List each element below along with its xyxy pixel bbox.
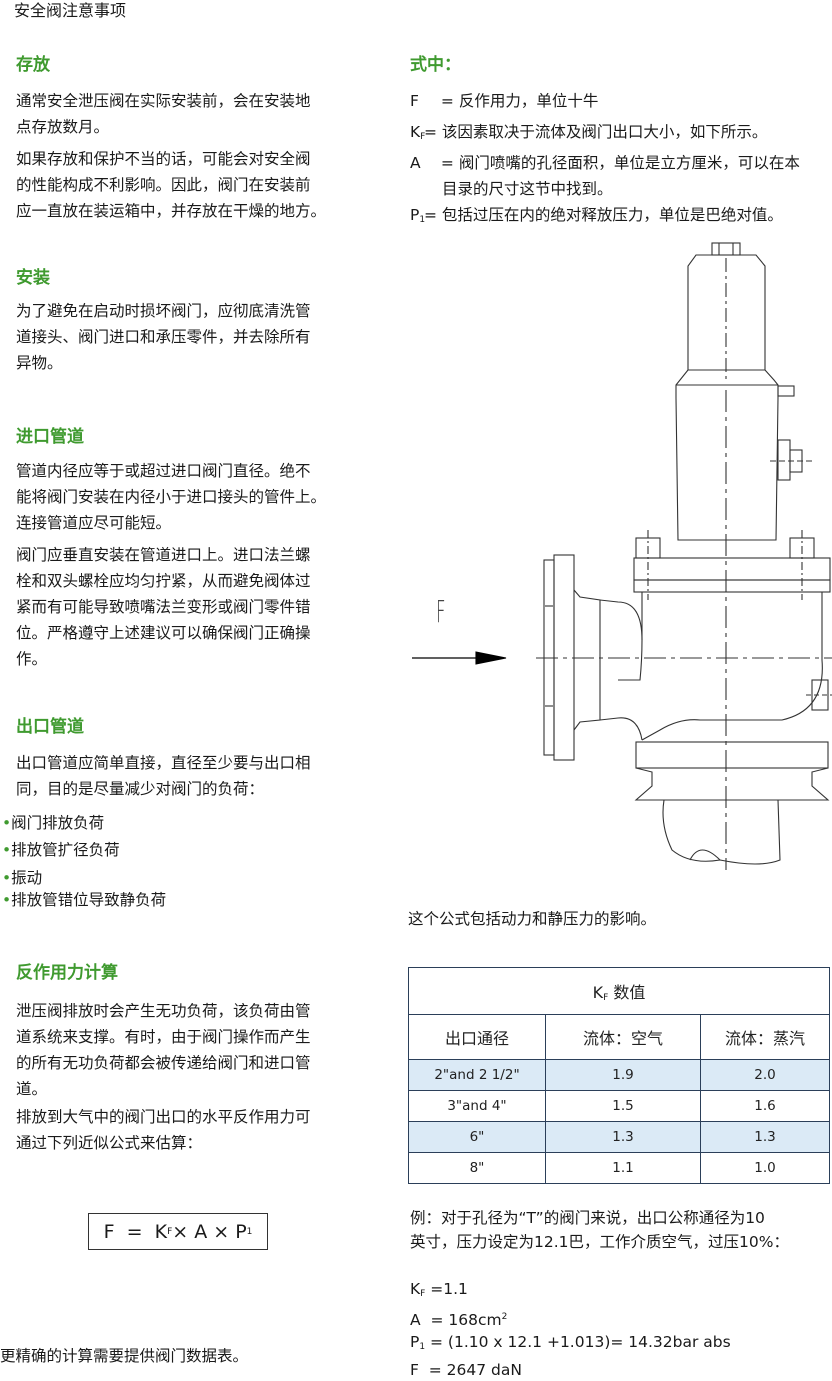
install-text-line: 为了避免在启动时损坏阀门，应彻底清洗管 (16, 298, 396, 324)
install-section: 为了避免在启动时损坏阀门，应彻底清洗管 道接头、阀门进口和承压零件，并去除所有 … (16, 298, 396, 376)
table-cell: 6" (409, 1122, 546, 1153)
definition-row: KF= 该因素取决于流体及阀门出口大小，如下所示。 (410, 119, 832, 150)
inlet-text-line: 位。严格遵守上述建议可以确保阀门正确操 (16, 620, 396, 646)
reaction-text-line: 泄压阀排放时会产生无功负荷，该负荷由管 (16, 998, 396, 1024)
example-f: F = 2647 daN (410, 1359, 832, 1381)
list-item: •排放管错位导致静负荷 (2, 887, 166, 913)
definitions-list: F = 反作用力，单位十牛 KF= 该因素取决于流体及阀门出口大小，如下所示。 … (410, 88, 832, 233)
table-header: 出口通径 (409, 1015, 546, 1060)
example-values: KF =1.1 A = 168cm2 P1 = (1.10 x 12.1 +1.… (410, 1278, 832, 1381)
valve-drawing (405, 238, 832, 870)
reaction-heading: 反作用力计算 (16, 958, 118, 983)
reaction-text-line: 的所有无功负荷都会被传递给阀门和进口管 (16, 1050, 396, 1076)
reaction-section: 泄压阀排放时会产生无功负荷，该负荷由管 道系统来支撑。有时，由于阀门操作而产生 … (16, 998, 396, 1156)
table-row: 6" 1.3 1.3 (409, 1122, 830, 1153)
definition-row: P1= 包括过压在内的绝对释放压力，单位是巴绝对值。 (410, 202, 832, 233)
table-cell: 3"and 4" (409, 1091, 546, 1122)
inlet-section: 管道内径应等于或超过进口阀门直径。绝不 能将阀门安装在内径小于进口接头的管件上。… (16, 458, 396, 672)
inlet-text-line: 作。 (16, 646, 396, 672)
bullet-dot-icon: • (2, 869, 11, 887)
definition-row: F = 反作用力，单位十牛 (410, 88, 832, 119)
inlet-text-line: 管道内径应等于或超过进口阀门直径。绝不 (16, 458, 396, 484)
install-text-line: 异物。 (16, 350, 396, 376)
reaction-text-line: 道系统来支撑。有时，由于阀门操作而产生 (16, 1024, 396, 1050)
reaction-text-line: 排放到大气中的阀门出口的水平反作用力可 (16, 1104, 396, 1130)
example-a: A = 168cm2 (410, 1306, 832, 1332)
storage-section: 通常安全泄压阀在实际安装前，会在安装地 点存放数月。 如果存放和保护不当的话，可… (16, 88, 396, 224)
where-heading: 式中： (410, 50, 461, 75)
storage-text-line: 应一直放在装运箱中，并存放在干燥的地方。 (16, 198, 396, 224)
list-item: •排放管扩径负荷 (2, 837, 120, 863)
force-arrow-icon (476, 652, 506, 664)
table-cell: 1.3 (701, 1122, 830, 1153)
storage-heading: 存放 (16, 50, 50, 75)
table-cell: 8" (409, 1153, 546, 1184)
table-cell: 1.6 (701, 1091, 830, 1122)
outlet-heading: 出口管道 (16, 712, 84, 737)
cap-nut (712, 243, 740, 255)
table-header: 流体：蒸汽 (701, 1015, 830, 1060)
kf-table: KF 数值 出口通径 流体：空气 流体：蒸汽 2"and 2 1/2" 1.9 … (408, 967, 830, 1184)
list-item: •阀门排放负荷 (2, 810, 104, 836)
bullet-dot-icon: • (2, 814, 11, 832)
storage-text-line: 如果存放和保护不当的话，可能会对安全阀 (16, 146, 396, 172)
outlet-text-line: 同，目的是尽量减少对阀门的负荷： (16, 776, 396, 802)
force-label: F (436, 595, 445, 630)
table-cell: 1.9 (546, 1060, 701, 1091)
storage-text-line: 的性能构成不利影响。因此，阀门在安装前 (16, 172, 396, 198)
table-row: 3"and 4" 1.5 1.6 (409, 1091, 830, 1122)
example-kf: KF =1.1 (410, 1278, 832, 1306)
bullet-dot-icon: • (2, 891, 11, 909)
table-cell: 1.1 (546, 1153, 701, 1184)
definition-row: A = 阀门喷嘴的孔径面积，单位是立方厘米，可以在本 (410, 150, 832, 176)
install-text-line: 道接头、阀门进口和承压零件，并去除所有 (16, 324, 396, 350)
kf-table-title: KF 数值 (409, 968, 830, 1015)
reaction-text-line: 道。 (16, 1076, 396, 1102)
inlet-heading: 进口管道 (16, 422, 84, 447)
inlet-text-line: 阀门应垂直安装在管道进口上。进口法兰螺 (16, 542, 396, 568)
page-title: 安全阀注意事项 (14, 0, 126, 22)
inlet-text-line: 紧而有可能导致喷嘴法兰变形或阀门零件错 (16, 594, 396, 620)
outlet-section: 出口管道应简单直接，直径至少要与出口相 同，目的是尽量减少对阀门的负荷： (16, 750, 396, 802)
example-section: 例：对于孔径为“T”的阀门来说，出口公称通径为10 英寸，压力设定为12.1巴，… (410, 1206, 832, 1254)
outlet-text-line: 出口管道应简单直接，直径至少要与出口相 (16, 750, 396, 776)
table-header: 流体：空气 (546, 1015, 701, 1060)
outlet-bullet-list: •阀门排放负荷 •排放管扩径负荷 •振动 •排放管错位导致静负荷 (0, 810, 200, 915)
table-cell: 1.0 (701, 1153, 830, 1184)
formula-note: 这个公式包括动力和静压力的影响。 (408, 907, 656, 931)
bullet-dot-icon: • (2, 841, 11, 859)
reaction-text-line: 通过下列近似公式来估算： (16, 1130, 396, 1156)
table-cell: 2.0 (701, 1060, 830, 1091)
storage-text-line: 通常安全泄压阀在实际安装前，会在安装地 (16, 88, 396, 114)
example-p1: P1 = (1.10 x 12.1 +1.013)= 14.32bar abs (410, 1331, 832, 1359)
example-text-line: 例：对于孔径为“T”的阀门来说，出口公称通径为10 (410, 1206, 832, 1230)
inlet-text-line: 能将阀门安装在内径小于进口接头的管件上。 (16, 484, 396, 510)
inlet-text-line: 栓和双头螺栓应均匀拧紧，从而避免阀体过 (16, 568, 396, 594)
table-cell: 1.5 (546, 1091, 701, 1122)
table-row: 2"and 2 1/2" 1.9 2.0 (409, 1060, 830, 1091)
install-heading: 安装 (16, 263, 50, 288)
example-text-line: 英寸，压力设定为12.1巴，工作介质空气，过压10%： (410, 1230, 832, 1254)
footer-note: 更精确的计算需要提供阀门数据表。 (0, 1346, 248, 1366)
inlet-text-line: 连接管道应尽可能短。 (16, 510, 396, 536)
storage-text-line: 点存放数月。 (16, 114, 396, 140)
definition-row: 目录的尺寸这节中找到。 (410, 176, 832, 202)
table-cell: 2"and 2 1/2" (409, 1060, 546, 1091)
table-row: 8" 1.1 1.0 (409, 1153, 830, 1184)
table-cell: 1.3 (546, 1122, 701, 1153)
